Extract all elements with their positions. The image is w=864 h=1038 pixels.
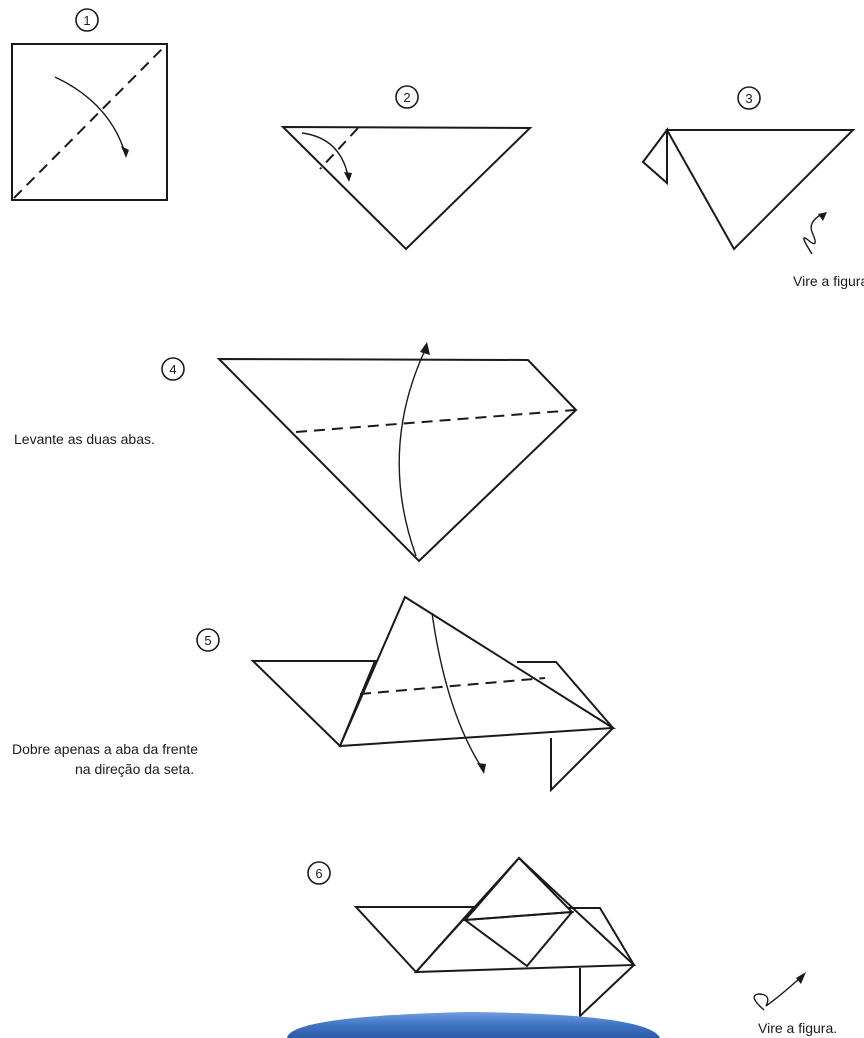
step-6-caption: Vire a figura. [758,1020,838,1036]
step-6-tail [579,964,635,1019]
step-5-tail [550,727,614,793]
step-2-number-badge [395,85,419,109]
step-5-caption-line1: Dobre apenas a aba da frente [12,741,199,757]
step-2: 2 [280,85,533,251]
step-4-shape [216,357,578,563]
step-4-arrowhead [420,342,430,355]
step-6-number-badge [307,861,331,885]
step-1-arrowhead [121,146,129,158]
step-4-fold-arrow [398,347,427,557]
step-6-top-diamond [462,856,575,922]
step-2-arrowhead [344,172,352,182]
step-6-bottom-diamond [462,910,575,968]
step-2-fold-arrow [301,132,349,177]
step-6-body [413,856,637,974]
step-4-number-badge [161,357,185,381]
turn-over-icon [803,213,823,255]
step-4-fold-line [295,409,576,433]
step-6-turn-arrowhead [796,972,806,984]
step-5-fold-arrow [431,612,483,769]
step-1-square [11,43,168,201]
step-3: 3 [641,86,856,255]
step-6-left-flap [353,906,477,974]
step-3-folded-flap [641,127,668,186]
step-5-front-flap [338,595,617,748]
step-6-right-flap [568,907,635,966]
step-3-number-badge [737,86,761,110]
step-3-turn-arrowhead [818,212,827,221]
step-5-right-flap [517,661,614,729]
footer-band [287,1012,660,1038]
step-1-fold-arrow [54,76,125,151]
turn-over-icon [753,977,801,1011]
step-3-caption: Vire a figura. [793,273,864,289]
step-4-caption: Levante as duas abas. [14,431,155,447]
step-3-number: 3 [745,91,752,106]
step-5-fold-line [359,677,546,695]
step-5-left-flap [250,660,377,748]
step-4-number: 4 [169,362,176,377]
step-3-triangle [665,129,856,251]
step-1-number-badge [75,8,99,32]
step-1-fold-line [13,45,166,199]
step-6: 6 [307,856,806,1019]
step-1: 1 [11,8,168,201]
step-5-caption-line2: na direção da seta. [75,761,195,777]
step-2-fold-line [319,127,359,170]
step-6-number: 6 [315,866,322,881]
step-1-number: 1 [83,13,90,28]
step-2-number: 2 [403,90,410,105]
step-5-number: 5 [204,633,211,648]
step-4: 4 [161,342,578,563]
step-5-arrowhead [477,763,486,774]
step-5-number-badge [196,628,220,652]
step-5: 5 [196,595,617,793]
step-2-triangle [280,125,533,251]
